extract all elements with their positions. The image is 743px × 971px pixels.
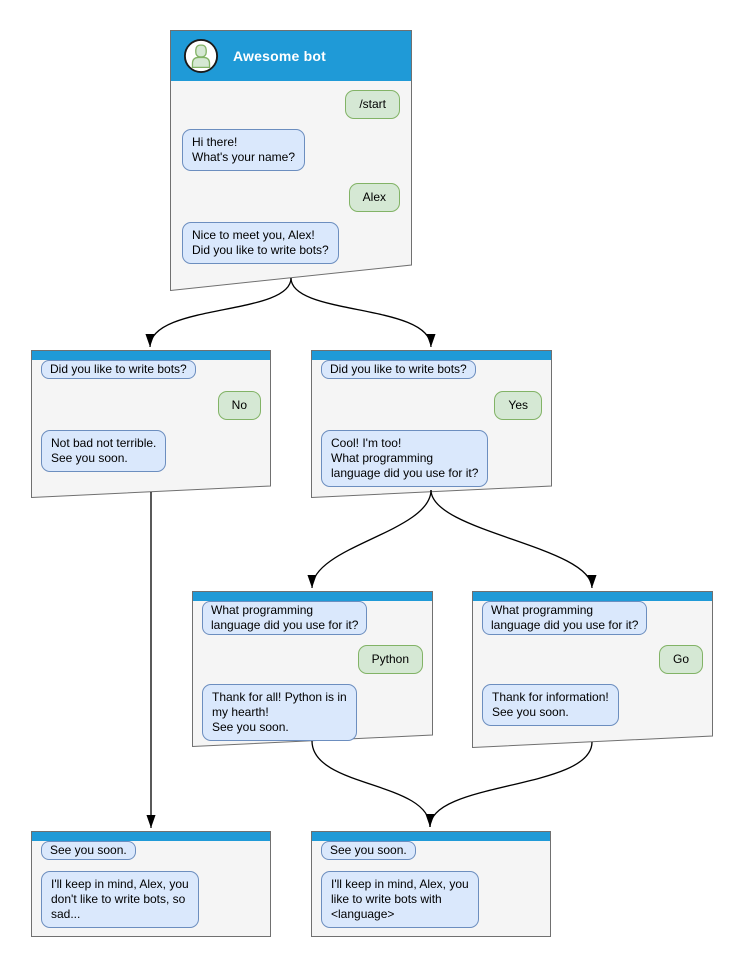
bot-message-question[interactable]: Did you like to write bots? bbox=[41, 360, 196, 379]
window-yes-branch[interactable]: Did you like to write bots? Yes Cool! I'… bbox=[311, 350, 552, 498]
user-message-answer[interactable]: Go bbox=[658, 645, 703, 674]
user-message-answer[interactable]: No bbox=[217, 391, 261, 420]
window-yes-branch-messages: Did you like to write bots? Yes Cool! I'… bbox=[311, 360, 552, 487]
bot-message-reply[interactable]: Thank for all! Python is in my hearth! S… bbox=[202, 684, 357, 741]
window-end-no-titlebar bbox=[32, 832, 270, 841]
window-end-yes-messages: See you soon. I'll keep in mind, Alex, y… bbox=[311, 841, 551, 928]
window-go-branch[interactable]: What programming language did you use fo… bbox=[472, 591, 713, 748]
window-go-branch-titlebar bbox=[473, 592, 712, 601]
window-python-branch[interactable]: What programming language did you use fo… bbox=[192, 591, 433, 747]
bot-message-greet[interactable]: Hi there! What's your name? bbox=[182, 129, 306, 171]
bot-message-question[interactable]: What programming language did you use fo… bbox=[482, 601, 648, 635]
edge-yes-to-go[interactable] bbox=[430, 489, 597, 589]
bot-avatar-icon bbox=[183, 38, 219, 74]
user-message-start[interactable]: /start bbox=[345, 90, 400, 119]
user-message-name[interactable]: Alex bbox=[348, 183, 400, 212]
edge-yes-to-python[interactable] bbox=[307, 489, 432, 589]
bot-message-reply[interactable]: I'll keep in mind, Alex, you like to wri… bbox=[321, 871, 479, 928]
user-message-answer[interactable]: Python bbox=[357, 645, 423, 674]
bot-message-reply[interactable]: Cool! I'm too! What programming language… bbox=[321, 430, 489, 487]
bot-message-reply[interactable]: I'll keep in mind, Alex, you don't like … bbox=[41, 871, 199, 928]
bot-message-status[interactable]: See you soon. bbox=[41, 841, 136, 860]
window-no-branch-titlebar bbox=[32, 351, 270, 360]
window-main[interactable]: Awesome bot /start Hi there! What's your… bbox=[170, 30, 412, 291]
user-message-answer[interactable]: Yes bbox=[494, 391, 542, 420]
bot-message-question[interactable]: What programming language did you use fo… bbox=[202, 601, 368, 635]
bot-message-reply[interactable]: Not bad not terrible. See you soon. bbox=[41, 430, 167, 472]
bot-message-reply[interactable]: Thank for information! See you soon. bbox=[482, 684, 619, 726]
window-no-branch-messages: Did you like to write bots? No Not bad n… bbox=[31, 360, 271, 472]
window-yes-branch-titlebar bbox=[312, 351, 551, 360]
window-python-branch-titlebar bbox=[193, 592, 432, 601]
window-end-no[interactable]: See you soon. I'll keep in mind, Alex, y… bbox=[31, 831, 271, 937]
bot-message-status[interactable]: See you soon. bbox=[321, 841, 416, 860]
window-main-messages: /start Hi there! What's your name? Alex … bbox=[170, 80, 412, 264]
window-python-branch-messages: What programming language did you use fo… bbox=[192, 601, 433, 741]
window-end-no-messages: See you soon. I'll keep in mind, Alex, y… bbox=[31, 841, 271, 928]
window-end-yes-titlebar bbox=[312, 832, 550, 841]
window-go-branch-messages: What programming language did you use fo… bbox=[472, 601, 713, 726]
window-main-titlebar: Awesome bot bbox=[171, 31, 411, 81]
edge-python-to-end[interactable] bbox=[311, 740, 435, 828]
window-main-title: Awesome bot bbox=[233, 48, 326, 64]
bot-message-question[interactable]: Did you like to write bots? bbox=[321, 360, 476, 379]
bot-message-ask[interactable]: Nice to meet you, Alex! Did you like to … bbox=[182, 222, 339, 264]
window-no-branch[interactable]: Did you like to write bots? No Not bad n… bbox=[31, 350, 271, 498]
window-end-yes[interactable]: See you soon. I'll keep in mind, Alex, y… bbox=[311, 831, 551, 937]
edge-go-to-end[interactable] bbox=[429, 741, 593, 828]
